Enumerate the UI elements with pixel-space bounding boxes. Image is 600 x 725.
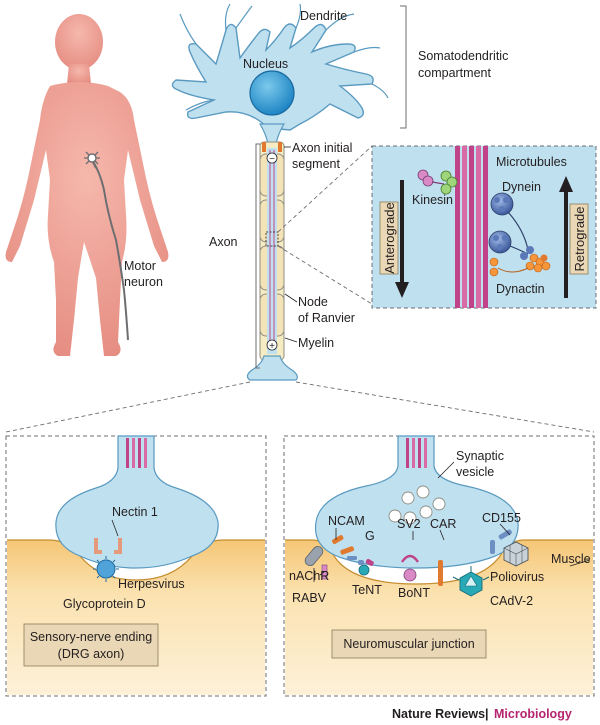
plus-end-icon: + [269, 341, 275, 352]
synaptic-vesicle-label-line2: vesicle [456, 465, 494, 479]
g-label: G [365, 529, 375, 543]
bont-label: BoNT [398, 586, 430, 600]
node-of-ranvier-label: Node [298, 295, 328, 309]
minus-end-icon: − [269, 154, 275, 165]
axon-initial-segment-label: Axon initial [292, 141, 352, 155]
nucleus [249, 70, 295, 116]
dynein-icon [488, 192, 534, 260]
myelin-label: Myelin [298, 336, 334, 350]
dynein-label: Dynein [502, 180, 541, 194]
tent-icon [358, 558, 374, 576]
bont-icon [403, 568, 417, 582]
cd155-label: CD155 [482, 511, 521, 525]
sv2-label: SV2 [397, 517, 421, 531]
ncam-label: NCAM [328, 514, 365, 528]
poliovirus-label: Poliovirus [490, 570, 544, 584]
nachr-label: nAChR [289, 569, 329, 583]
rabv-icon [304, 546, 324, 566]
axon-shaft [259, 141, 285, 361]
muscle-label: Muscle [551, 552, 591, 566]
rabv-label: RABV [292, 591, 327, 605]
retrograde-label: Retrograde [572, 206, 587, 271]
journal-name: Nature Reviews [392, 707, 485, 721]
sensory-nerve-panel [5, 435, 267, 697]
anterograde-label: Anterograde [382, 202, 397, 274]
herpesvirus-icon [93, 556, 119, 582]
motor-neuron-label: Motor [124, 259, 156, 273]
nmj-panel [283, 435, 595, 697]
human-figure [5, 14, 169, 356]
somatodendritic-label-line2: compartment [418, 66, 491, 80]
dendrite-label: Dendrite [300, 9, 347, 23]
kinesin-label: Kinesin [412, 193, 453, 207]
somatodendritic-label: Somatodendritic [418, 49, 508, 63]
tent-label: TeNT [352, 583, 382, 597]
mini-neuron-icon [84, 151, 100, 165]
synaptic-vesicle-label: Synaptic [456, 449, 504, 463]
node-of-ranvier-label-line2: of Ranvier [298, 311, 355, 325]
sensory-box-label: Sensory-nerve ending [30, 630, 152, 644]
microtubule-inset [371, 145, 597, 309]
axon-initial-segment-label-line2: segment [292, 157, 340, 171]
cadv2-label: CAdV-2 [490, 594, 533, 608]
journal-section: Microbiology [494, 707, 572, 721]
herpesvirus-label: Herpesvirus [118, 577, 185, 591]
dynactin-icon [489, 253, 551, 277]
nmj-box-label: Neuromuscular junction [343, 637, 474, 651]
sensory-box-label-line2: (DRG axon) [58, 647, 125, 661]
nucleus-label: Nucleus [243, 57, 288, 71]
axon-label: Axon [209, 235, 238, 249]
nectin1-label: Nectin 1 [112, 505, 158, 519]
motor-neuron-label-line2: neuron [124, 275, 163, 289]
footer-separator: | [485, 707, 489, 721]
glycoprotein-d-label: Glycoprotein D [63, 597, 146, 611]
poliovirus-icon [503, 541, 529, 567]
cadv2-icon [452, 566, 490, 597]
car-label: CAR [430, 517, 456, 531]
microtubules-label: Microtubules [496, 155, 567, 169]
dynactin-label: Dynactin [496, 282, 545, 296]
